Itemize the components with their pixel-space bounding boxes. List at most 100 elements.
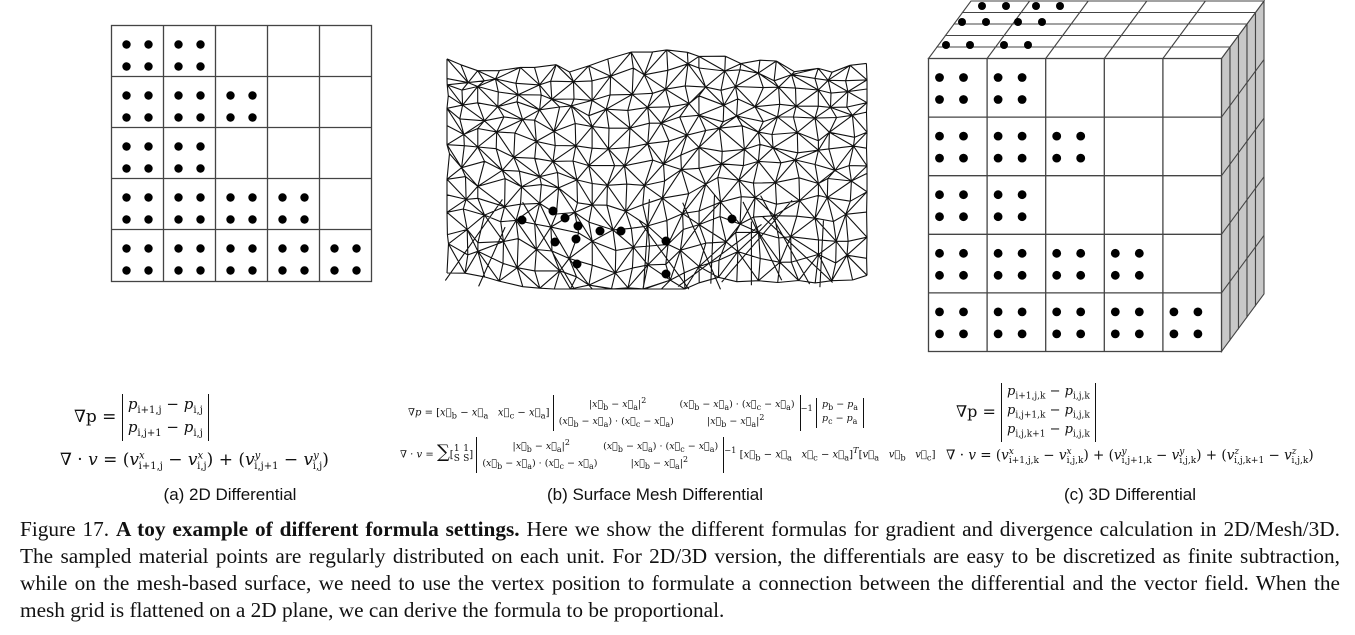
sampled-point [196,193,205,202]
sampled-point [1017,307,1027,317]
sampled-point [517,215,527,225]
sampled-point [935,329,944,339]
sampled-point [993,329,1003,339]
sampled-point [727,214,737,224]
sampled-point [1134,248,1144,258]
sampled-point [959,95,968,104]
sampled-point [993,270,1003,280]
sampled-point [226,244,235,253]
sampled-point [122,142,131,151]
sampled-point [174,142,183,151]
sampled-point [144,40,153,49]
sampled-point [196,62,205,71]
sampled-point [122,193,131,202]
caption-title: A toy example of different formula setti… [116,517,520,541]
sampled-point [1017,153,1027,163]
sampled-point [1169,329,1179,339]
surface-mesh-points [517,206,737,279]
sampled-point [352,266,361,275]
formula-2d-gradient-lhs: ∇p = [74,407,117,427]
sampled-point [1110,248,1120,258]
sampled-point [278,215,287,224]
sampled-point [144,215,153,224]
sampled-point [1017,131,1027,141]
formula-2d-gradient-vector: pi+1,j − pi,j pi,j+1 − pi,j [121,394,209,441]
sampled-point [1110,270,1120,280]
formula-3d-gradient: ∇p = pi+1,j,k − pi,j,k pi,j+1,k − pi,j,k… [956,383,1096,442]
sampled-point [226,91,235,100]
sampled-point [1052,329,1062,339]
sampled-point [661,236,671,246]
sampled-point [982,18,990,26]
sampled-point [935,131,944,141]
sampled-point [616,226,626,236]
sampled-point [330,266,339,275]
sampled-point [174,164,183,173]
sampled-point [300,244,309,253]
sampled-point [248,266,257,275]
sampled-point [122,62,131,71]
sampled-point [144,142,153,151]
sampled-point [278,266,287,275]
sampled-point [248,215,257,224]
caption-label: Figure 17. [20,517,110,541]
sampled-point [196,244,205,253]
formula-3d-gradient-lhs: ∇p = [956,401,996,421]
sampled-point [661,269,671,279]
sampled-point [1014,18,1022,26]
sampled-point [1052,131,1062,141]
sampled-point [144,62,153,71]
sampled-point [1017,190,1027,200]
sampled-point [248,244,257,253]
sampled-point [548,206,558,216]
sampled-point [1052,270,1062,280]
sampled-point [144,266,153,275]
sampled-point [1134,329,1144,339]
sampled-point [144,113,153,122]
sampled-point [122,113,131,122]
sampled-point [144,164,153,173]
formula-3d-divergence: ∇ · v = (vxi+1,j,k − vxi,j,k) + (vyi,j+1… [946,447,1314,467]
sampled-point [958,18,966,26]
sampled-point [993,248,1003,258]
sampled-point [935,153,944,163]
sampled-point [122,244,131,253]
sampled-point [1017,73,1027,82]
sampled-point [278,193,287,202]
sampled-point [196,266,205,275]
sampled-point [300,193,309,202]
formula-mesh-gradient-vector: pb − pa pc − pa [816,398,864,428]
sampled-point [174,244,183,253]
formula-2d-gradient-row-2: pi,j+1 − pi,j [127,417,203,439]
subcaption-3d: (c) 3D Differential [1064,485,1196,504]
sampled-point [1134,307,1144,317]
sampled-point [571,234,581,244]
sampled-point [1052,248,1062,258]
sampled-point [935,248,944,258]
sampled-point [935,270,944,280]
sampled-point [174,113,183,122]
sampled-point [1076,153,1086,163]
sampled-point [330,244,339,253]
sampled-point [1038,18,1046,26]
sampled-point [144,244,153,253]
subcaption-2d: (a) 2D Differential [163,485,297,504]
sampled-point [144,91,153,100]
sampled-point [1017,248,1027,258]
sampled-point [993,95,1003,104]
sampled-point [993,153,1003,163]
caption-body: Here we show the different formulas for … [20,517,1340,622]
sampled-point [993,73,1003,82]
sampled-point [966,41,974,49]
sampled-point [1002,2,1010,10]
sampled-point [1076,248,1086,258]
sampled-point [942,41,950,49]
surface-mesh-diagram [445,49,869,293]
sampled-point [196,113,205,122]
sampled-point [573,221,583,231]
sampled-point [1017,329,1027,339]
sampled-point [993,190,1003,200]
sampled-point [196,215,205,224]
mesh-edges [445,49,868,290]
